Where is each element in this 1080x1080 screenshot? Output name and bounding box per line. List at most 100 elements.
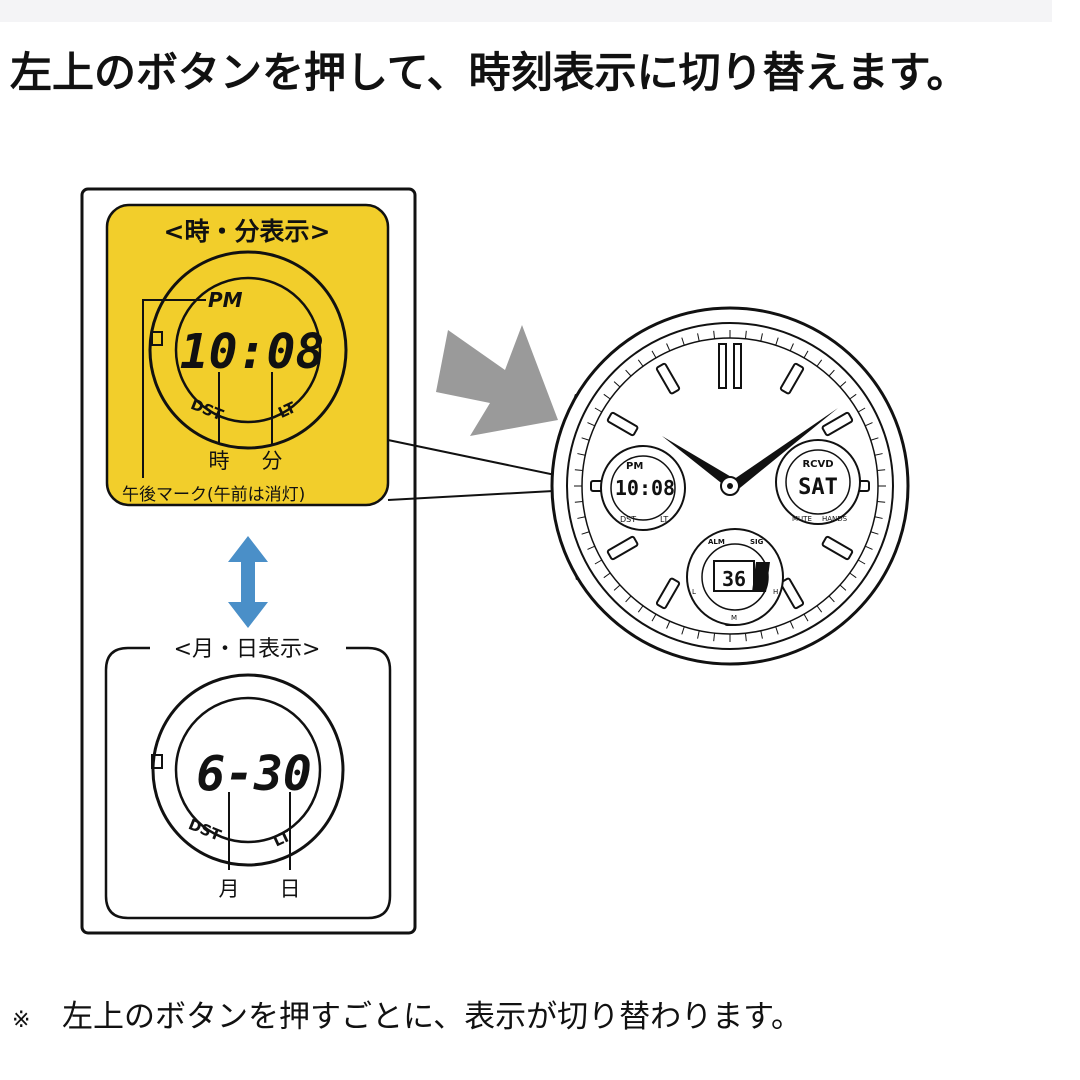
footnote: ※ 左上のボタンを押すごとに、表示が切り替わります。 xyxy=(12,992,1072,1046)
watch-l-label: L xyxy=(692,588,696,596)
dial-tick xyxy=(603,572,611,579)
dial-tick xyxy=(681,337,685,346)
dial-tick xyxy=(874,516,883,519)
dial-tick xyxy=(581,437,590,441)
watch-seconds-lcd: 36 xyxy=(722,567,746,591)
dial-tick xyxy=(857,559,866,565)
watch-dst-label: DST xyxy=(620,515,636,524)
dial-tick xyxy=(816,605,823,613)
pm-mark-note: 午後マーク(午前は消灯) xyxy=(122,485,305,505)
dial-tick xyxy=(803,350,809,359)
dial-tick xyxy=(828,595,835,603)
hour-marker xyxy=(606,535,639,561)
hour-label: 時 xyxy=(209,449,230,473)
dial-tick xyxy=(744,633,747,642)
date-lcd-value: 6-30 xyxy=(196,746,312,802)
press-button-arrow-icon xyxy=(436,325,558,436)
dial-tick xyxy=(681,626,685,635)
dial-tick xyxy=(744,330,747,339)
dial-tick xyxy=(697,333,700,342)
hour-hand xyxy=(662,436,733,486)
dial-tick xyxy=(828,369,835,377)
dial-tick xyxy=(574,469,583,472)
pm-indicator: PM xyxy=(208,288,243,312)
date-panel-title: <月・日表示> xyxy=(174,637,321,662)
watch-lt-label: LT xyxy=(660,515,668,524)
dial-tick xyxy=(789,343,794,351)
dial-tick xyxy=(613,381,621,388)
dial-tick xyxy=(775,337,779,346)
dial-tick xyxy=(637,359,644,367)
watch-h-label: H xyxy=(773,588,778,596)
bottom-subdial: 36 ALM SIG L M H xyxy=(686,528,784,626)
dial-tick xyxy=(857,407,866,413)
dial-tick xyxy=(713,633,716,642)
dial-tick xyxy=(849,393,857,400)
minute-hand xyxy=(727,408,838,492)
dial-tick xyxy=(587,545,595,550)
dial-tick xyxy=(816,359,823,367)
dial-tick xyxy=(874,453,883,456)
dial-tick xyxy=(577,453,586,456)
hour-marker xyxy=(606,411,639,437)
dial-tick xyxy=(574,500,583,503)
figure-frame xyxy=(80,187,417,935)
time-panel-title: <時・分表示> xyxy=(164,217,331,246)
watch-time-lcd: 10:08 xyxy=(615,476,675,500)
dial-tick xyxy=(760,630,763,639)
minute-label: 分 xyxy=(262,449,283,473)
watch-sig-label: SIG xyxy=(750,538,764,546)
dial-tick xyxy=(870,437,879,441)
watch-alm-label: ALM xyxy=(708,538,725,546)
watch-rcvd-label: RCVD xyxy=(802,459,833,470)
right-subdial: RCVD SAT MUTE HANDS xyxy=(775,439,861,525)
dial-tick xyxy=(625,595,632,603)
instruction-heading: 左上のボタンを押して、時刻表示に切り替えます。 xyxy=(10,48,969,97)
dial-tick xyxy=(775,626,779,635)
footnote-mark: ※ xyxy=(12,1008,31,1033)
hour-marker xyxy=(655,577,681,610)
dial-tick xyxy=(865,545,873,550)
left-subdial: PM 10:08 DST LT xyxy=(600,445,686,531)
dial-tick xyxy=(666,343,671,351)
hour-marker xyxy=(779,577,805,610)
watch-day-lcd: SAT xyxy=(798,475,838,500)
top-bar xyxy=(0,0,1052,22)
dial-tick xyxy=(594,407,603,413)
date-dst-label: DST xyxy=(186,815,225,845)
dial-tick xyxy=(625,369,632,377)
dial-tick xyxy=(697,630,700,639)
dial-tick xyxy=(666,621,671,629)
dial-tick xyxy=(581,531,590,535)
dial-tick xyxy=(789,621,794,629)
date-lt-label: LT xyxy=(270,827,294,851)
hour-marker xyxy=(821,535,854,561)
dial-tick xyxy=(877,500,886,503)
watch-illustration: PM 10:08 DST LT RCVD SAT MUTE HANDS 36 A… xyxy=(550,306,910,666)
watch-hands-label: HANDS xyxy=(822,515,848,523)
dial-tick xyxy=(651,350,657,359)
time-lcd-value: 10:08 xyxy=(180,324,325,380)
dial-tick xyxy=(603,393,611,400)
dial-tick xyxy=(849,572,857,579)
watch-pm-indicator: PM xyxy=(626,461,643,472)
hour-marker xyxy=(779,362,805,395)
hour-marker xyxy=(655,362,681,395)
footnote-text: 左上のボタンを押すごとに、表示が切り替わります。 xyxy=(62,999,802,1035)
watch-m-label: M xyxy=(731,614,737,622)
dial-tick xyxy=(870,531,879,535)
day-label: 日 xyxy=(280,877,301,901)
dial-tick xyxy=(613,584,621,591)
dial-tick xyxy=(877,469,886,472)
month-label: 月 xyxy=(219,877,240,901)
dial-tick xyxy=(651,613,657,622)
dial-tick xyxy=(713,330,716,339)
dial-tick xyxy=(637,605,644,613)
dial-tick xyxy=(865,422,873,427)
dial-tick xyxy=(594,559,603,565)
dial-tick xyxy=(577,516,586,519)
lt-label: LT xyxy=(275,398,299,422)
dial-tick xyxy=(839,584,847,591)
time-display-panel: <時・分表示> PM 10:08 DST LT 時 分 午後マーク(午前は消灯) xyxy=(105,203,390,507)
dial-tick xyxy=(760,333,763,342)
